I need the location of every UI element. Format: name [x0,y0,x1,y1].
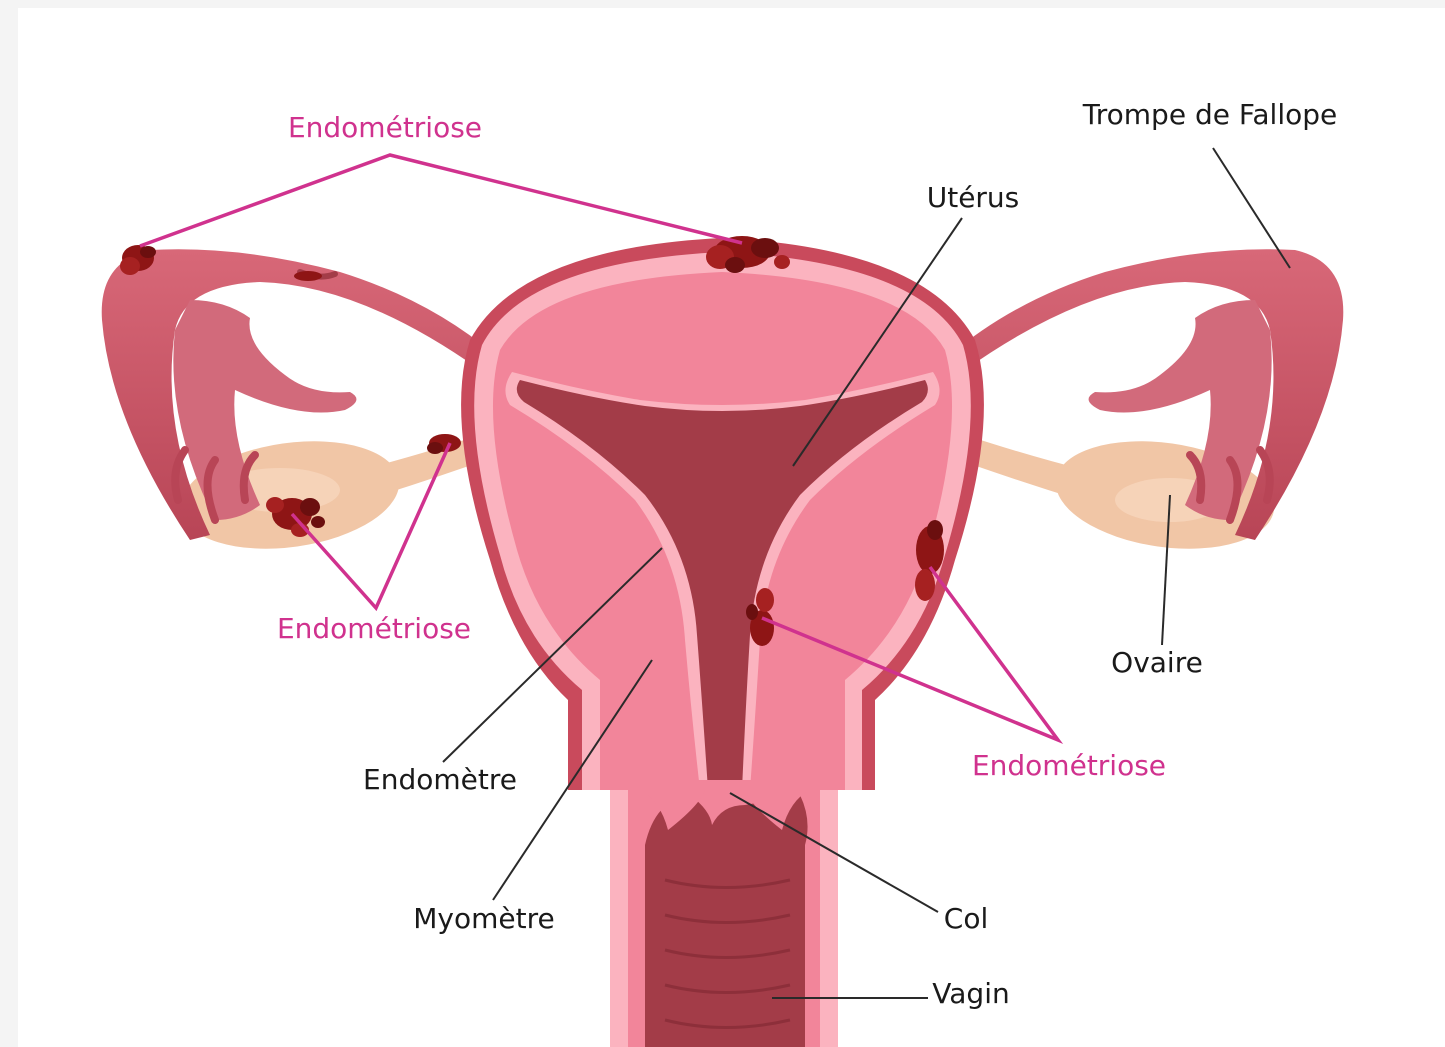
label-myometrium: Myomètre [413,902,554,935]
uterus-body [461,238,984,790]
label-cervix: Col [944,902,988,935]
label-uterus: Utérus [927,181,1020,214]
label-fallopian-tube: Trompe de Fallope [1082,98,1337,131]
label-endometriosis-right: Endométriose [972,749,1166,782]
cervix-vagina [610,780,838,1047]
label-ovary: Ovaire [1111,646,1203,679]
lesion-left-tube [294,271,322,281]
label-endometrium: Endomètre [363,763,517,796]
label-endometriosis-top: Endométriose [288,111,482,144]
label-vagina: Vagin [932,977,1009,1010]
pointer-endometriosis-top [140,155,742,246]
label-endometriosis-left: Endométriose [277,612,471,645]
